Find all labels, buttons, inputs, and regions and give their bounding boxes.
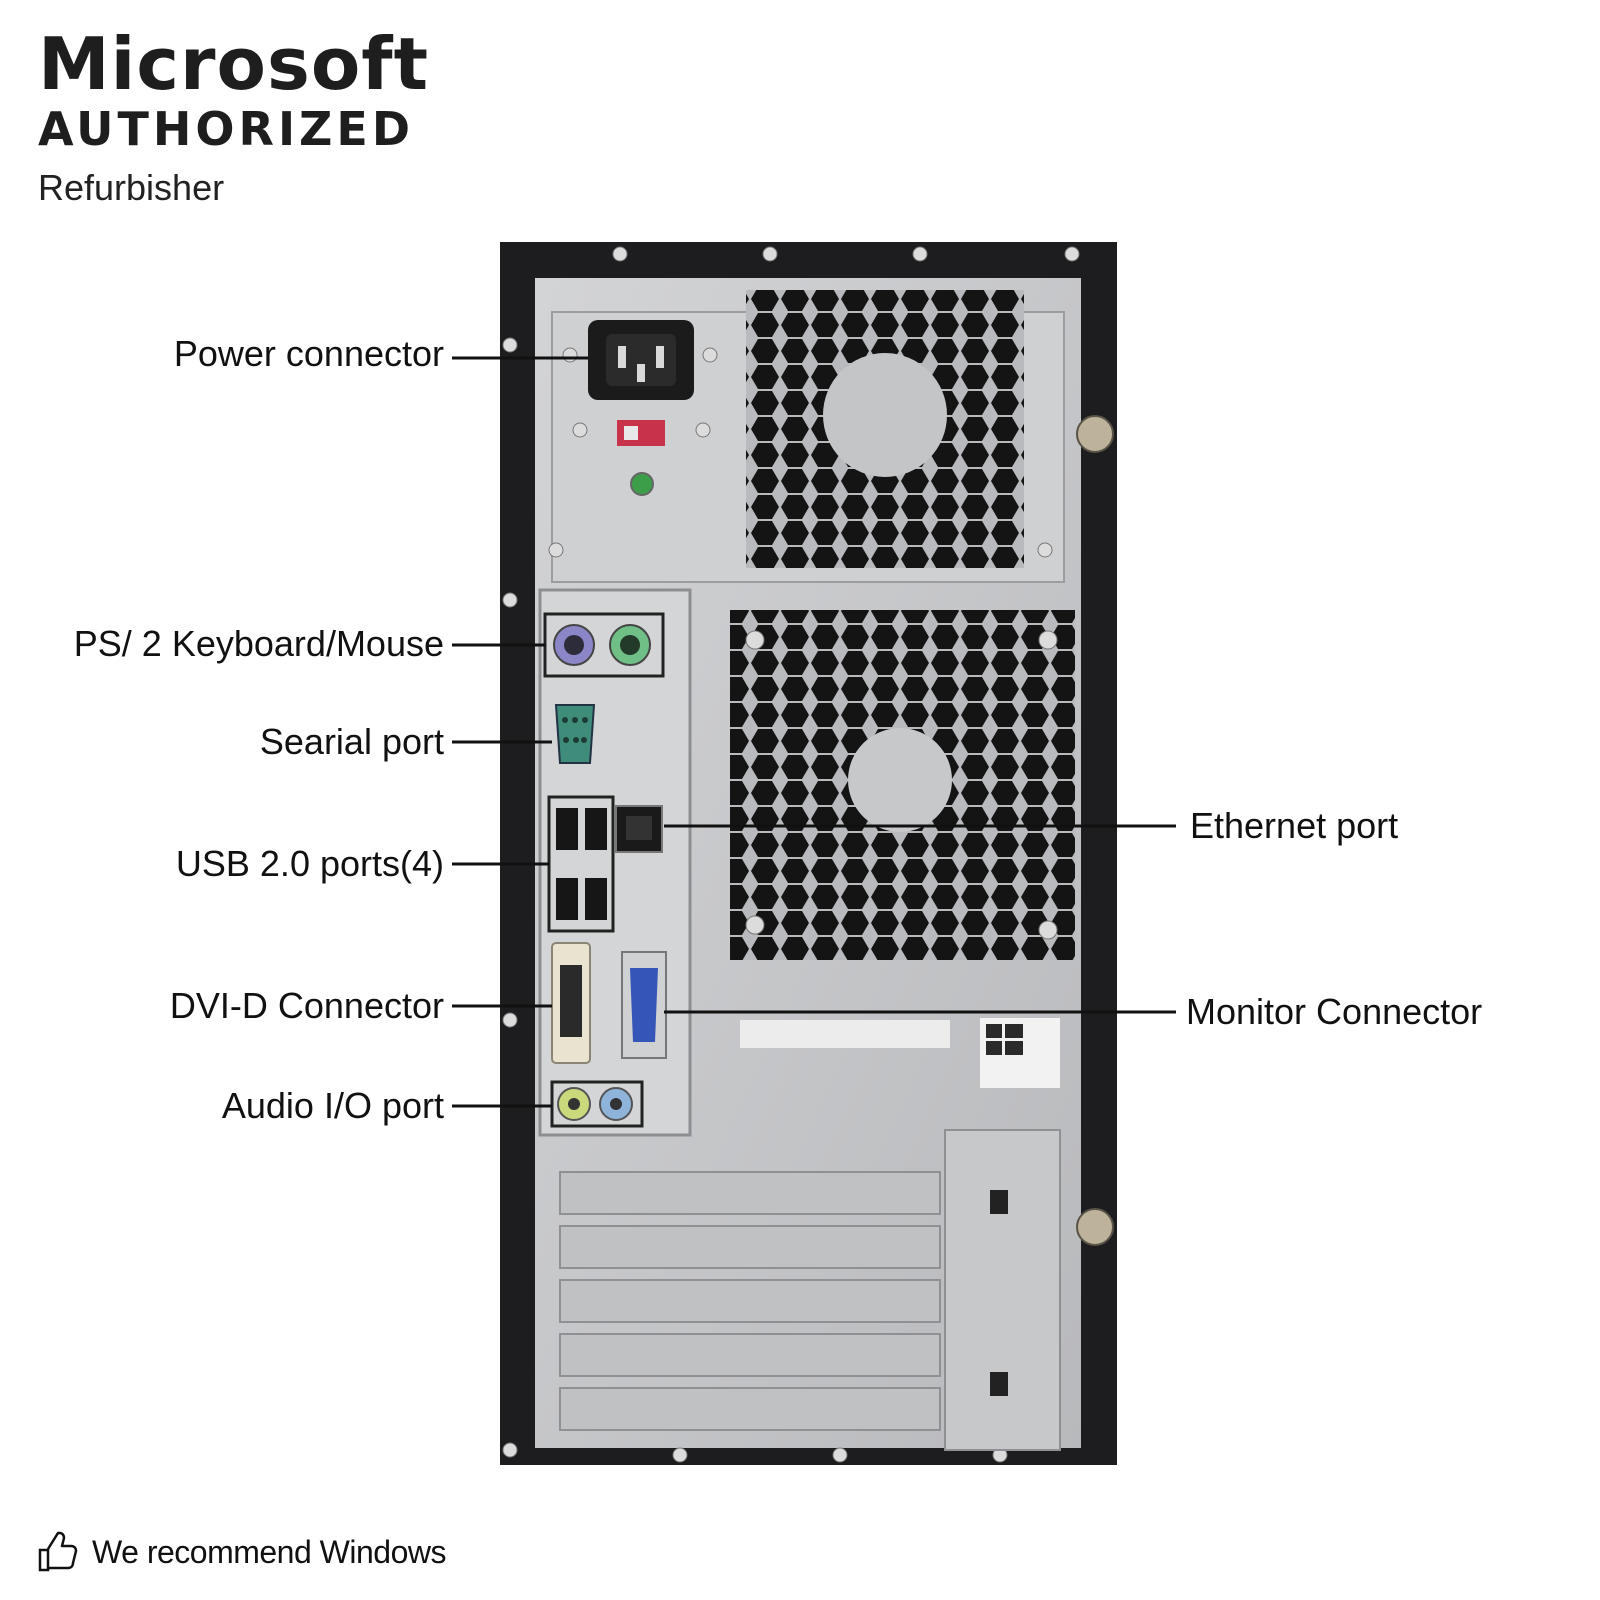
- label-usb-ports: USB 2.0 ports(4): [175, 843, 444, 884]
- psu-fan-hub: [823, 353, 947, 477]
- serial-number-sticker: [740, 1020, 950, 1048]
- label-dvi-d-connector: DVI-D Connector: [169, 985, 444, 1026]
- label-serial-port: Searial port: [259, 721, 444, 762]
- pci-bracket: [944, 1129, 1061, 1451]
- thumbscrew-bottom: [1076, 1208, 1114, 1246]
- footer-text: We recommend Windows: [92, 1533, 446, 1570]
- usb-ports: [556, 808, 607, 920]
- windows-logo: [986, 1024, 1023, 1055]
- expansion-slot-covers: [559, 1171, 941, 1431]
- badge-brand: Microsoft: [38, 22, 430, 106]
- label-ps2-keyboard-mouse: PS/ 2 Keyboard/Mouse: [73, 623, 444, 664]
- leader-lines: [452, 356, 1176, 1108]
- label-audio-io-port: Audio I/O port: [221, 1085, 444, 1126]
- case-fan-hub: [848, 728, 952, 832]
- label-ethernet-port: Ethernet port: [1190, 805, 1399, 846]
- label-power-connector: Power connector: [173, 333, 444, 374]
- footer-recommend: We recommend Windows: [36, 1530, 446, 1574]
- label-monitor-connector: Monitor Connector: [1186, 991, 1483, 1032]
- serial-port: [554, 704, 596, 764]
- microsoft-authorized-badge: Microsoft AUTHORIZED Refurbisher: [38, 24, 429, 210]
- frame-screws: [502, 246, 1080, 1463]
- psu-led: [630, 472, 654, 496]
- badge-refurbisher: Refurbisher: [38, 167, 225, 208]
- badge-authorized: AUTHORIZED: [38, 102, 415, 156]
- thumbscrew-top: [1076, 415, 1114, 453]
- thumbs-up-icon: [38, 1531, 78, 1572]
- audio-highlight-box: [550, 1080, 644, 1128]
